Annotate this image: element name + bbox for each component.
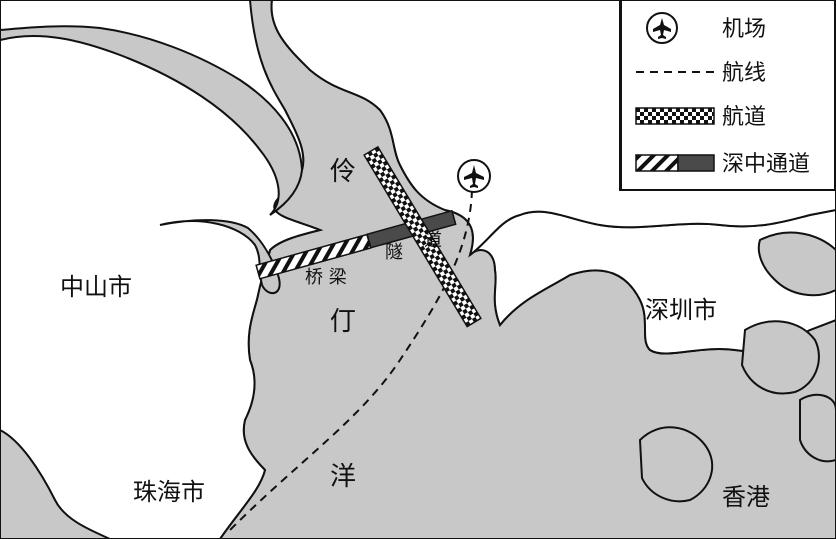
label-hongkong: 香港 — [722, 483, 770, 511]
label-ling: 伶 — [330, 157, 356, 187]
north-channel — [0, 25, 304, 216]
label-tunnel-sui: 隧 — [385, 242, 403, 263]
legend-airplane-icon — [646, 12, 678, 44]
label-tunnel-dao: 道 — [424, 230, 442, 251]
label-ding: 仃 — [330, 307, 356, 337]
legend-bridge-swatch — [635, 154, 679, 172]
airplane-icon — [457, 159, 491, 193]
hk-island-1 — [638, 426, 714, 503]
land-northeast — [270, 0, 836, 258]
label-shenzhen: 深圳市 — [645, 296, 717, 324]
legend-airport-label: 机场 — [722, 17, 766, 42]
hk-island-3 — [740, 320, 820, 395]
shipping-channel — [363, 145, 482, 328]
hk-island-2 — [757, 231, 836, 297]
legend-flight-route-label: 航线 — [722, 61, 766, 86]
legend-shipping-channel-swatch — [635, 107, 715, 125]
legend-tunnel-swatch — [677, 154, 715, 172]
hk-island-4 — [799, 393, 836, 463]
label-bridge: 桥 梁 — [305, 267, 347, 288]
label-zhongshan: 中山市 — [60, 273, 132, 301]
label-yang: 洋 — [330, 462, 356, 492]
label-zhuhai: 珠海市 — [133, 478, 205, 506]
west-inlet — [159, 219, 281, 295]
legend-shenzhong-label: 深中通道 — [722, 152, 810, 177]
island-southwest — [0, 428, 111, 539]
legend: 机场 航线 航道 深中通道 — [620, 0, 836, 191]
land-west — [0, 0, 324, 539]
legend-shipping-channel-label: 航道 — [722, 105, 766, 130]
flight-route-line — [229, 189, 473, 531]
